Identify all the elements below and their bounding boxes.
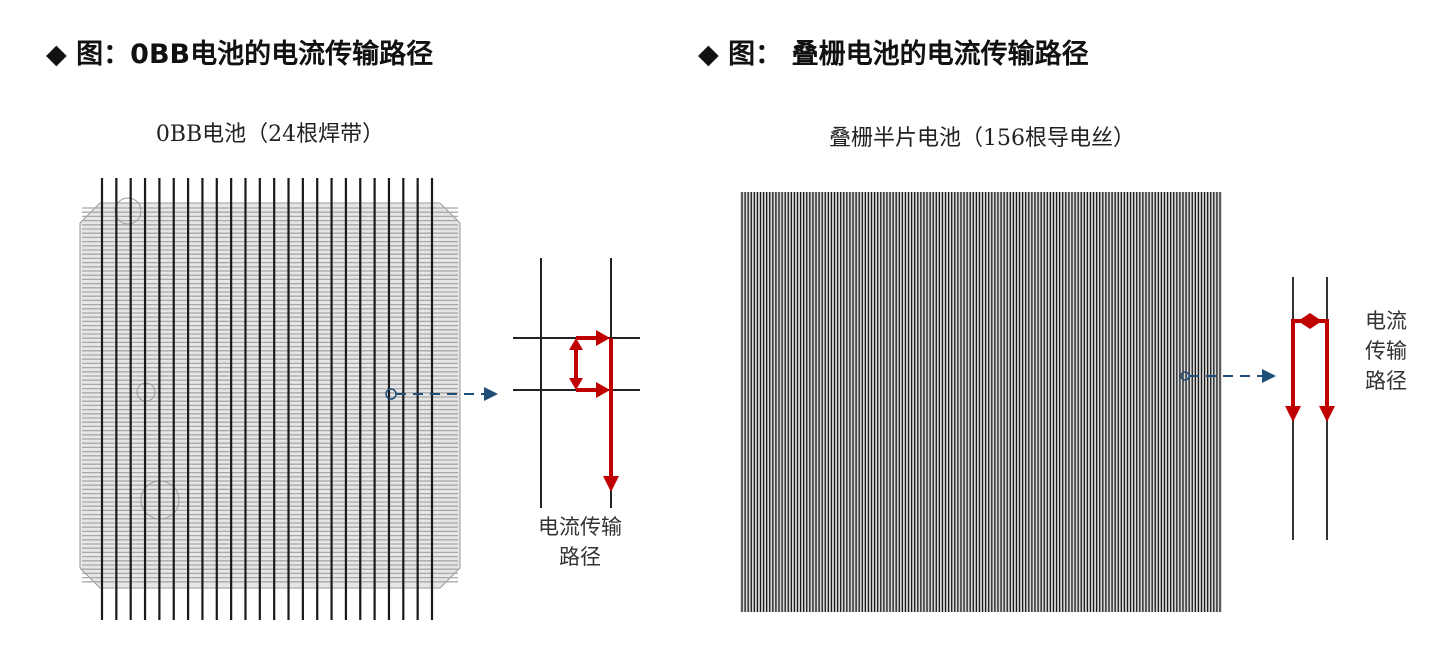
stacked-cell-subtitle: 叠栅半片电池（156根导电丝） xyxy=(829,126,1135,151)
stacked-path-label: 电流 传输 路径 xyxy=(1356,306,1416,396)
obb-cell-subtitle: 0BB电池（24根焊带） xyxy=(155,122,385,147)
label-line: 传输 xyxy=(1365,339,1407,363)
conductive-wire-lines xyxy=(741,192,1221,612)
label-line: 电流传输 xyxy=(538,515,622,539)
left-figure-title: ◆ 图：0BB电池的电流传输路径 xyxy=(46,39,434,70)
left-pointer-arrow xyxy=(385,387,498,401)
stacked-grid-cell xyxy=(740,192,1222,612)
obb-path-label: 电流传输 路径 xyxy=(524,512,636,572)
cell-body xyxy=(79,202,461,589)
label-line: 路径 xyxy=(559,545,601,569)
busbar-lines xyxy=(100,178,434,620)
label-line: 电流 xyxy=(1365,309,1407,333)
right-figure-title: ◆ 图： 叠栅电池的电流传输路径 xyxy=(698,39,1089,70)
obb-cell xyxy=(79,178,461,620)
cell-mark xyxy=(114,197,142,225)
cell-body xyxy=(740,192,1222,612)
obb-current-path xyxy=(513,258,640,508)
stacked-grid-current-path xyxy=(1285,277,1335,540)
label-line: 路径 xyxy=(1365,369,1407,393)
right-pointer-arrow xyxy=(1180,369,1276,383)
